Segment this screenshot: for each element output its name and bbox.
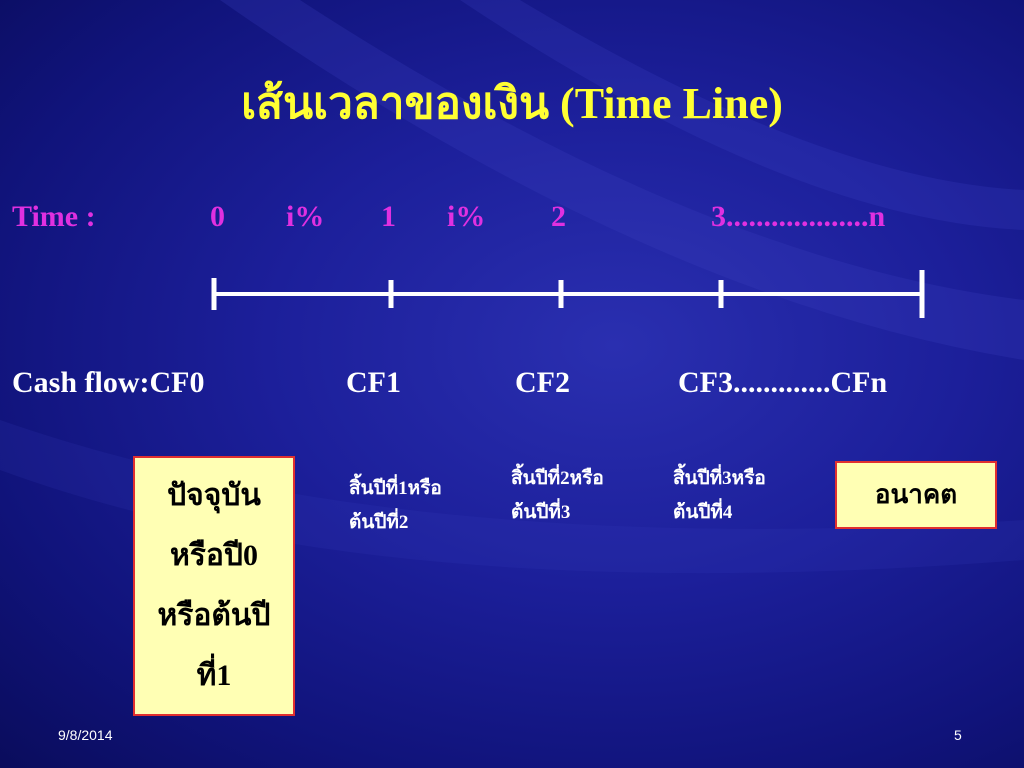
slide-title: เส้นเวลาของเงิน (Time Line) — [241, 79, 783, 128]
note-year-3-line-2: ต้นปีที่4 — [673, 502, 733, 523]
note-year-3-line-1: สิ้นปีที่3หรือ — [673, 468, 766, 489]
present-line-1: ปัจจุบัน — [167, 479, 261, 512]
note-year-1: สิ้นปีที่1หรือ ต้นปีที่2 — [349, 472, 442, 540]
time-mark-0: 0 — [210, 200, 225, 233]
note-year-1-line-1: สิ้นปีที่1หรือ — [349, 478, 442, 499]
time-mark-rate-2: i% — [447, 200, 486, 233]
time-mark-1: 1 — [381, 200, 396, 233]
time-label: Time : — [12, 200, 96, 233]
future-box: อนาคต — [835, 461, 997, 529]
note-year-2-line-1: สิ้นปีที่2หรือ — [511, 468, 604, 489]
present-line-4: ที่1 — [196, 659, 232, 692]
present-line-2: หรือปี0 — [170, 539, 258, 572]
time-mark-3-n: 3...................n — [711, 200, 886, 233]
note-year-3: สิ้นปีที่3หรือ ต้นปีที่4 — [673, 462, 766, 530]
time-mark-2: 2 — [551, 200, 566, 233]
note-year-2: สิ้นปีที่2หรือ ต้นปีที่3 — [511, 462, 604, 530]
slide-page-number: 5 — [954, 727, 962, 743]
cashflow-cf2: CF2 — [515, 366, 570, 399]
note-year-2-line-2: ต้นปีที่3 — [511, 502, 571, 523]
slide-date: 9/8/2014 — [58, 727, 113, 743]
note-year-1-line-2: ต้นปีที่2 — [349, 512, 409, 533]
present-box: ปัจจุบัน หรือปี0 หรือต้นปี ที่1 — [133, 456, 295, 716]
cashflow-cf1: CF1 — [346, 366, 401, 399]
present-line-3: หรือต้นปี — [157, 599, 271, 632]
cashflow-cf3-cfn: CF3.............CFn — [678, 366, 888, 399]
time-mark-rate-1: i% — [286, 200, 325, 233]
cashflow-label: Cash flow:CF0 — [12, 366, 205, 399]
